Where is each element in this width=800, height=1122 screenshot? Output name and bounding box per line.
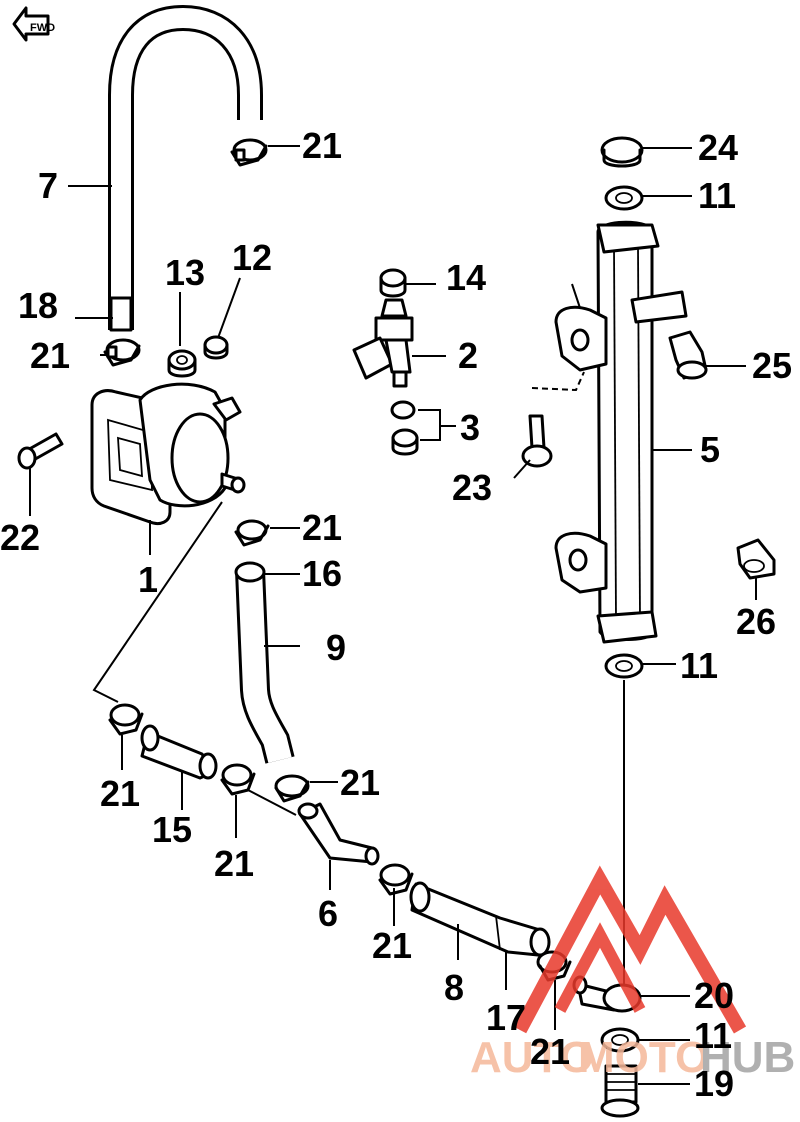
callout-21-8: 21	[372, 925, 412, 966]
callout-18: 18	[18, 285, 58, 326]
watermark-logo: AUTO MOTO HUB	[470, 865, 795, 1082]
callout-11-mid: 11	[680, 645, 718, 686]
callout-26: 26	[736, 601, 776, 642]
callout-21-15: 21	[100, 773, 140, 814]
part-2-injector	[352, 298, 414, 388]
forward-arrow-icon: FWD	[12, 6, 55, 42]
part-22-bolt	[17, 432, 64, 470]
callout-9: 9	[326, 627, 346, 668]
part-7-hose	[108, 4, 263, 332]
callout-11-bottom: 11	[694, 1015, 732, 1056]
callout-11-top: 11	[698, 175, 736, 216]
part-26-clip	[736, 538, 776, 580]
callout-6: 6	[318, 893, 338, 934]
callout-21-16: 21	[302, 507, 342, 548]
part-21-clamp-9	[274, 774, 310, 803]
part-21-clamp-top	[230, 138, 268, 167]
part-24-cap	[600, 136, 644, 168]
leader-lines	[29, 145, 757, 1085]
part-9-hose	[234, 561, 295, 764]
part-3-seals	[390, 400, 419, 456]
callout-21-left: 21	[30, 335, 70, 376]
callout-21-6: 21	[214, 843, 254, 884]
part-19-bolt	[600, 1064, 640, 1118]
part-11-washer-mid	[604, 653, 644, 679]
part-25-clip	[668, 330, 708, 380]
callout-19: 19	[694, 1063, 734, 1104]
watermark-text-hub: HUB	[700, 1033, 795, 1082]
part-8-hose	[409, 881, 551, 958]
part-12-cap	[203, 335, 229, 360]
callout-15: 15	[152, 809, 192, 850]
part-1-fuel-filter	[90, 382, 246, 526]
part-11-washer-top	[604, 185, 644, 211]
part-21-clamp-18	[103, 338, 141, 367]
callout-21-17: 21	[530, 1031, 570, 1072]
part-15-hose	[140, 724, 218, 780]
callout-3: 3	[460, 407, 480, 448]
callout-8: 8	[444, 967, 464, 1008]
callout-22: 22	[0, 517, 40, 558]
part-23-bolt	[521, 414, 553, 468]
callout-14: 14	[446, 257, 486, 298]
part-6-joint	[297, 802, 380, 866]
callout-2: 2	[458, 335, 478, 376]
part-21-clamp-16	[234, 519, 270, 547]
callout-1: 1	[138, 559, 158, 600]
callout-25: 25	[752, 345, 792, 386]
callout-24: 24	[698, 127, 738, 168]
callout-20: 20	[694, 975, 734, 1016]
part-21-clamp-6	[220, 763, 256, 796]
callout-13: 13	[165, 252, 205, 293]
callout-21-9: 21	[340, 762, 380, 803]
part-21-clamp-15	[108, 703, 144, 736]
watermark-text-auto: AUTO	[470, 1033, 594, 1082]
watermark-text-moto: MOTO	[578, 1033, 709, 1082]
watermark-triangle-icon	[513, 865, 747, 1034]
callout-23: 23	[452, 467, 492, 508]
callout-17: 17	[486, 997, 526, 1038]
callout-21-top: 21	[302, 125, 342, 166]
part-5-fuel-rail	[554, 220, 688, 644]
part-13-grommet	[167, 349, 197, 378]
callout-16: 16	[302, 553, 342, 594]
part-21-clamp-8	[378, 863, 414, 896]
callout-12: 12	[232, 237, 272, 278]
front-marker-text: FWD	[30, 22, 55, 34]
callout-7: 7	[38, 165, 58, 206]
callout-5: 5	[700, 429, 720, 470]
part-14-cap	[379, 268, 407, 298]
callout-labels: 7 21 18 21 13 12 1 22 21 16 9 21 21 15 2…	[0, 125, 792, 1104]
